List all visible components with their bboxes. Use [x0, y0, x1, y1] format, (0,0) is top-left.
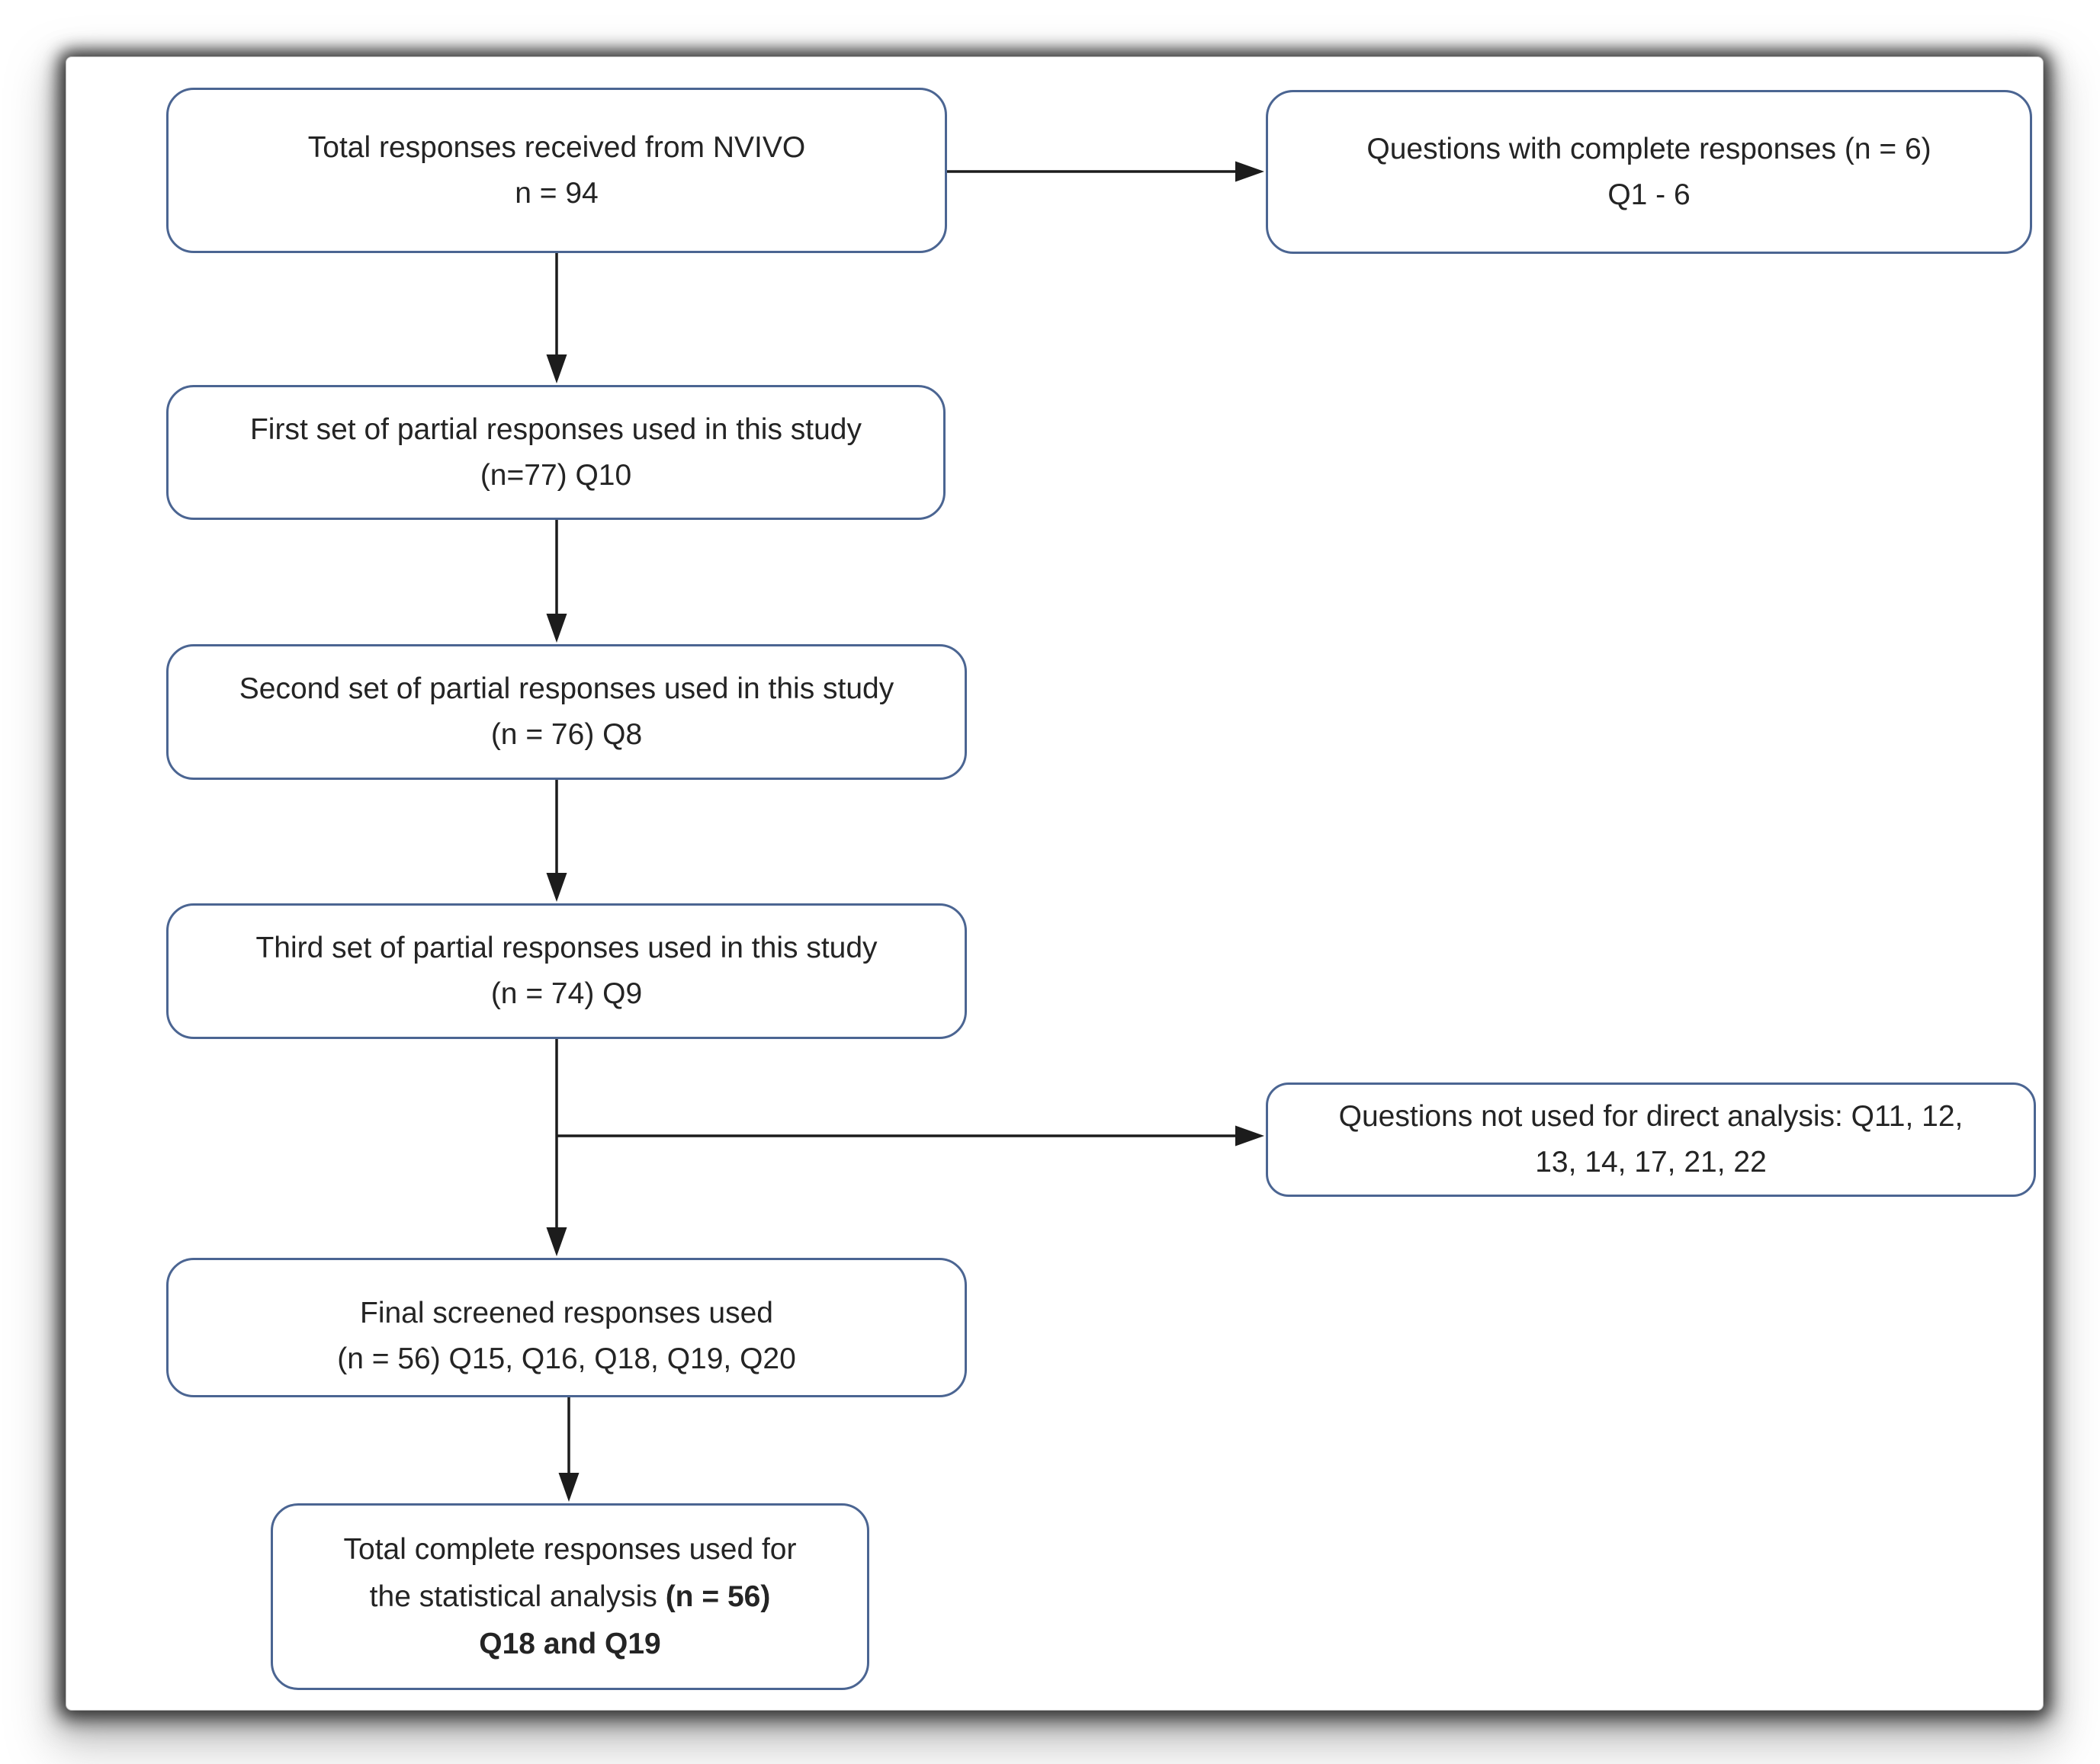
- node-total-responses-line1: Total responses received from NVIVO: [307, 130, 806, 164]
- node-second-partial: Second set of partial responses used in …: [166, 644, 967, 780]
- node-second-partial-line2: (n = 76) Q8: [490, 718, 643, 751]
- node-total-complete-line1: Total complete responses used for: [343, 1532, 797, 1566]
- node-third-partial-line2: (n = 74) Q9: [490, 977, 643, 1010]
- node-total-complete: Total complete responses used for the st…: [271, 1503, 869, 1690]
- node-final-screened-line1: Final screened responses used: [360, 1297, 773, 1329]
- node-first-partial: First set of partial responses used in t…: [166, 385, 946, 520]
- node-total-responses-line2: n = 94: [515, 176, 599, 210]
- node-final-screened-line2: (n = 56) Q15, Q16, Q18, Q19, Q20: [337, 1342, 796, 1375]
- node-final-screened: Final screened responses used (n = 56) Q…: [166, 1258, 967, 1397]
- node-third-partial-line1: Third set of partial responses used in t…: [255, 932, 878, 964]
- node-not-used-line2: 13, 14, 17, 21, 22: [1535, 1146, 1767, 1179]
- node-complete-questions: Questions with complete responses (n = 6…: [1266, 90, 2032, 254]
- node-first-partial-line1: First set of partial responses used in t…: [249, 412, 862, 446]
- node-second-partial-line1: Second set of partial responses used in …: [239, 672, 894, 705]
- node-first-partial-line2: (n=77) Q10: [480, 458, 632, 492]
- page-background: [66, 56, 2044, 1711]
- node-not-used: Questions not used for direct analysis: …: [1266, 1082, 2036, 1197]
- node-not-used-line1: Questions not used for direct analysis: …: [1338, 1100, 1964, 1133]
- node-total-responses: Total responses received from NVIVO n = …: [166, 88, 947, 253]
- node-third-partial: Third set of partial responses used in t…: [166, 903, 967, 1039]
- node-total-complete-line3: Q18 and Q19: [479, 1627, 661, 1660]
- node-total-complete-line2: the statistical analysis (n = 56): [369, 1580, 771, 1613]
- node-complete-questions-line1: Questions with complete responses (n = 6…: [1366, 132, 1931, 165]
- node-complete-questions-line2: Q1 - 6: [1607, 178, 1691, 211]
